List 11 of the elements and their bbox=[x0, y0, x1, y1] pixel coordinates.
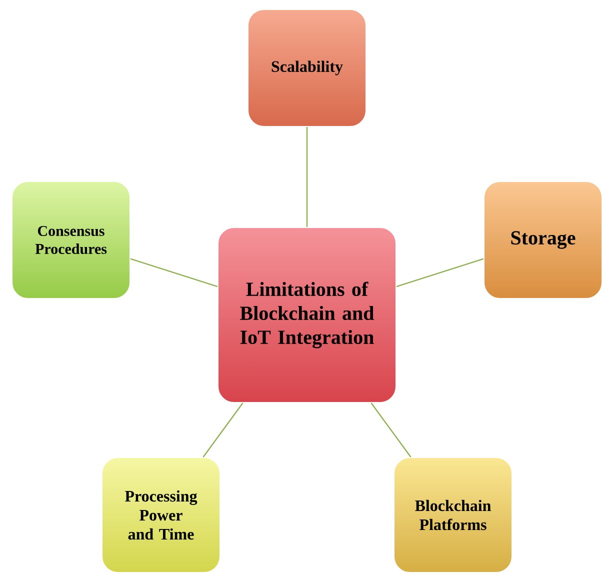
connector-line bbox=[130, 258, 218, 288]
connector-line bbox=[396, 258, 484, 288]
item-box: Storage bbox=[484, 181, 602, 299]
topic-box: Limitations of Blockchain and IoT Integration bbox=[218, 227, 396, 403]
connector-line bbox=[370, 402, 412, 458]
item-box: Blockchain Platforms bbox=[394, 457, 512, 573]
item-box: Consensus Procedures bbox=[12, 181, 130, 299]
connector-line bbox=[306, 127, 308, 227]
item-box: Processing Power and Time bbox=[102, 457, 220, 573]
connector-line bbox=[202, 402, 244, 458]
item-box: Scalability bbox=[248, 9, 366, 127]
